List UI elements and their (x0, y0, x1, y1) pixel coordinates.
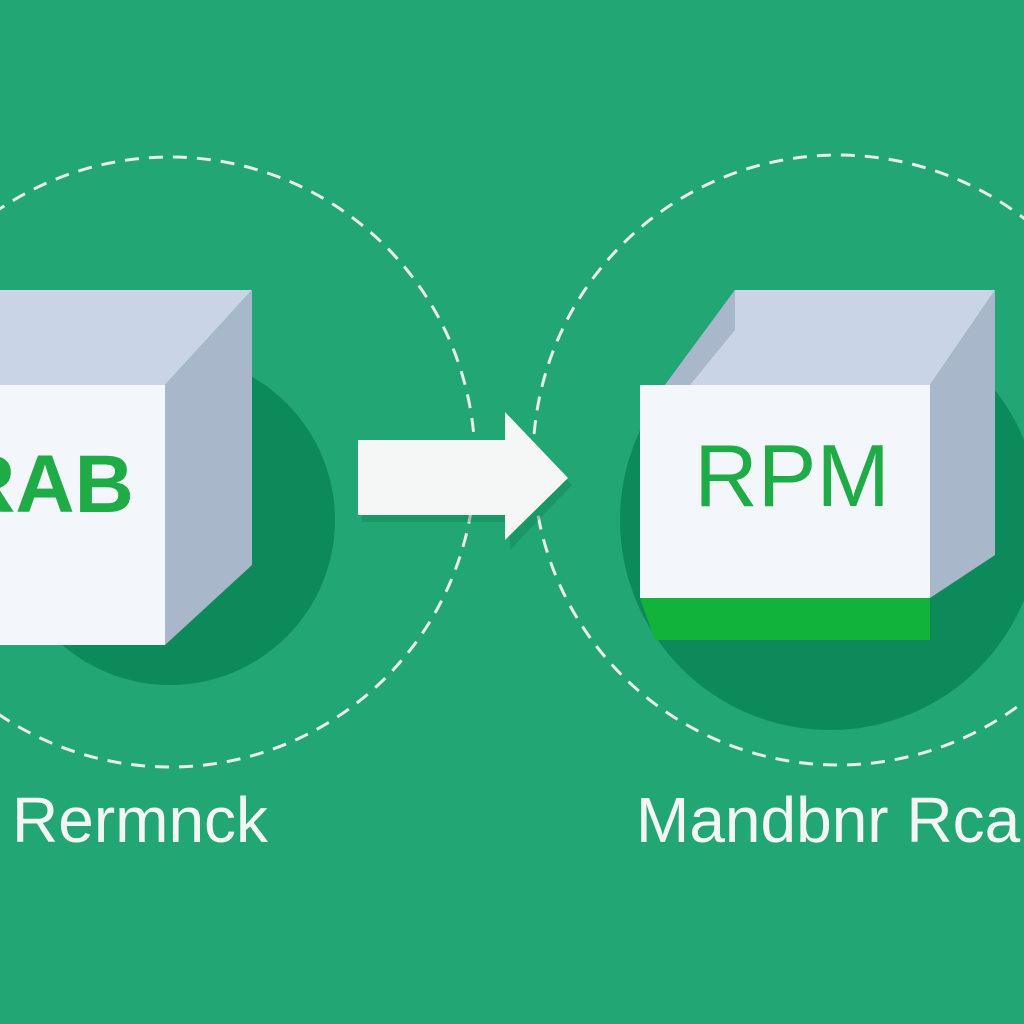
target-box-front (640, 385, 930, 598)
arrow-body (358, 412, 568, 540)
source-box-top (0, 290, 252, 385)
target-box-base-stripe (640, 598, 930, 640)
target-box-top (665, 290, 995, 385)
source-box: RAB (0, 290, 252, 645)
source-group: RAB (0, 155, 477, 769)
source-caption: Rermnck (12, 784, 269, 856)
arrow-right-icon (358, 412, 572, 550)
source-box-side (165, 290, 252, 645)
target-group: RPM (531, 153, 1024, 767)
target-box-label: RPM (694, 426, 890, 525)
source-box-front (0, 385, 165, 645)
source-box-label: RAB (0, 439, 134, 530)
target-box-inner-left (665, 290, 735, 385)
target-caption: Mandbnr Rca (636, 784, 1021, 856)
target-box: RPM (640, 290, 995, 640)
target-box-side (930, 290, 995, 598)
